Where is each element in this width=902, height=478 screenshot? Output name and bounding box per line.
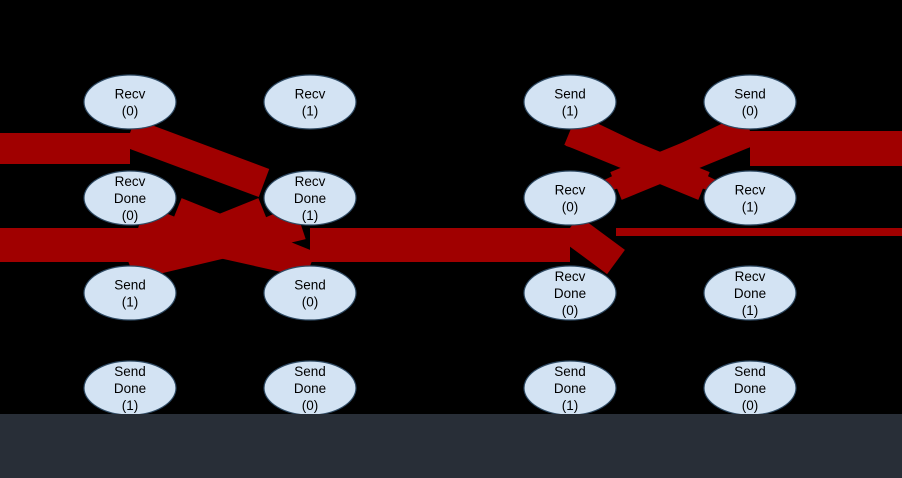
node-ellipse[interactable] [83, 74, 177, 130]
graph-edge-band [750, 131, 902, 166]
node-label-line: (0) [562, 303, 579, 318]
node-label-line: (1) [562, 104, 579, 119]
graph-edge-taper [124, 118, 270, 198]
node-label-line: Recv [555, 183, 586, 198]
node-label-line: Send [294, 278, 326, 293]
node-ellipse[interactable] [703, 170, 797, 226]
node-label-line: Recv [115, 174, 146, 189]
graph-edge-crossing [578, 114, 755, 200]
node-ellipse[interactable] [703, 265, 797, 321]
node-label-line: (1) [122, 295, 139, 310]
node-label-line: (1) [122, 398, 139, 413]
node-label-line: Recv [735, 269, 766, 284]
bottom-status-bar [0, 414, 902, 478]
graph-node-n8[interactable]: Send (1) [83, 265, 177, 321]
graph-node-n3[interactable]: Send (0) [703, 74, 797, 130]
node-ellipse[interactable] [523, 74, 617, 130]
graph-node-n7[interactable]: Recv (1) [703, 170, 797, 226]
node-label-line: (0) [122, 208, 139, 223]
edge-layer [0, 114, 902, 280]
node-ellipse[interactable] [523, 265, 617, 321]
node-label-line: Done [734, 286, 766, 301]
graph-edge-band [616, 228, 902, 236]
node-label-line: (0) [302, 398, 319, 413]
graph-node-n2[interactable]: Send (1) [523, 74, 617, 130]
node-label-line: Done [294, 191, 326, 206]
node-label-line: (1) [302, 104, 319, 119]
graph-node-n9[interactable]: Send (0) [263, 265, 357, 321]
node-ellipse[interactable] [83, 170, 177, 226]
graph-node-n6[interactable]: Recv (0) [523, 170, 617, 226]
graph-node-n1[interactable]: Recv (1) [263, 74, 357, 130]
graph-edge-band [0, 133, 130, 164]
node-ellipse[interactable] [703, 74, 797, 130]
node-label-line: Send [734, 87, 766, 102]
node-label-line: Send [734, 364, 766, 379]
graph-node-n0[interactable]: Recv (0) [83, 74, 177, 130]
node-label-line: Send [114, 364, 146, 379]
node-ellipse[interactable] [83, 265, 177, 321]
graph-edge-band [310, 228, 570, 262]
graph-edge-taper [561, 215, 625, 275]
node-label-line: Done [554, 286, 586, 301]
node-label-line: Send [554, 87, 586, 102]
node-label-line: Recv [735, 183, 766, 198]
node-label-line: (0) [302, 295, 319, 310]
node-label-line: (1) [302, 208, 319, 223]
node-label-line: (1) [562, 398, 579, 413]
node-label-line: Done [114, 381, 146, 396]
node-label-line: (0) [742, 104, 759, 119]
graph-edge-crossing [148, 204, 306, 276]
node-label-line: Recv [295, 174, 326, 189]
node-label-line: Recv [295, 87, 326, 102]
node-label-line: Recv [115, 87, 146, 102]
node-label-line: Done [114, 191, 146, 206]
node-ellipse[interactable] [263, 74, 357, 130]
node-label-line: (0) [562, 200, 579, 215]
node-label-line: (1) [742, 200, 759, 215]
node-label-line: Done [294, 381, 326, 396]
node-label-line: Send [554, 364, 586, 379]
node-label-line: Send [114, 278, 146, 293]
node-ellipse[interactable] [523, 170, 617, 226]
node-label-line: (0) [742, 398, 759, 413]
node-layer: Recv(0)Recv(1)Send(1)Send(0)RecvDone(0)R… [83, 74, 797, 416]
node-ellipse[interactable] [263, 170, 357, 226]
node-label-line: Send [294, 364, 326, 379]
node-ellipse[interactable] [263, 265, 357, 321]
node-label-line: Done [734, 381, 766, 396]
node-label-line: Done [554, 381, 586, 396]
node-label-line: (1) [742, 303, 759, 318]
node-label-line: (0) [122, 104, 139, 119]
node-label-line: Recv [555, 269, 586, 284]
